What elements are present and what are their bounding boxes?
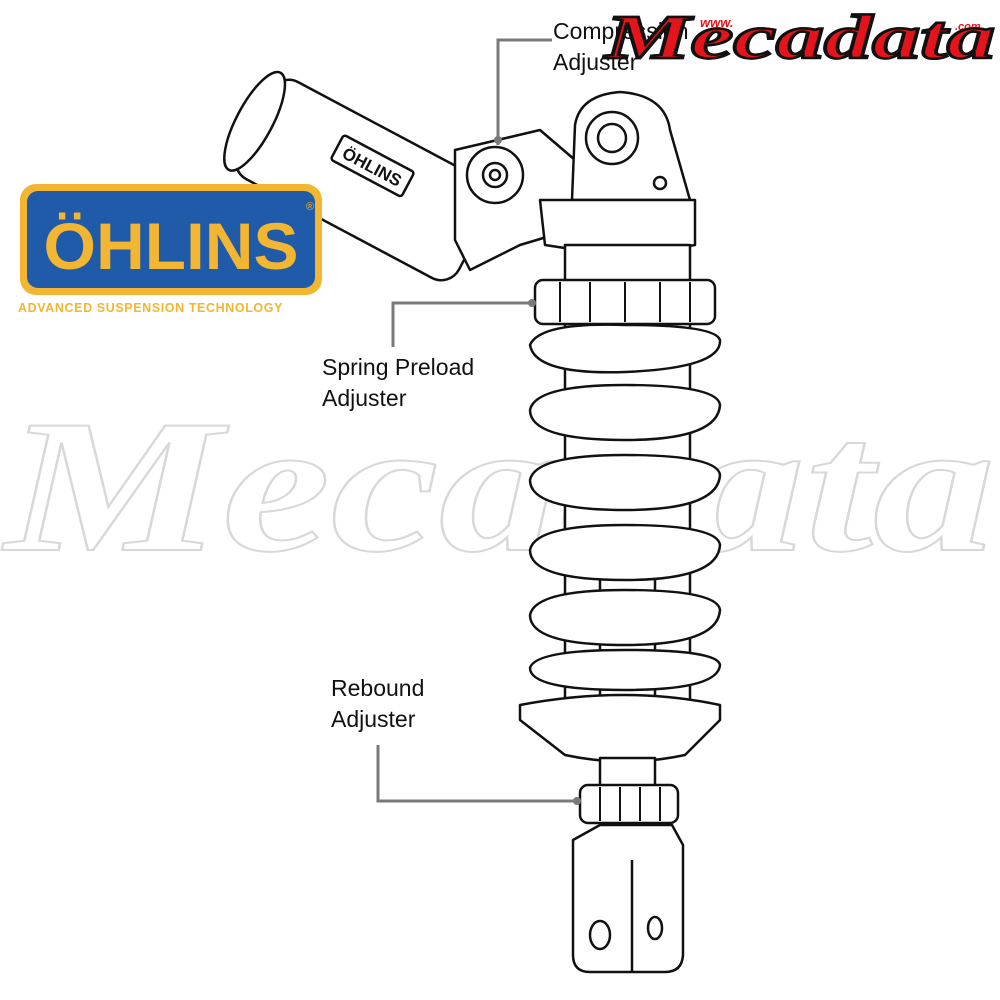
svg-text:www.: www. xyxy=(700,15,733,30)
ohlins-tagline: ADVANCED SUSPENSION TECHNOLOGY xyxy=(18,301,284,315)
spring-preload-adjuster-label: Spring Preload Adjuster xyxy=(322,352,474,414)
label-line: Compression xyxy=(553,18,689,44)
label-line: Adjuster xyxy=(331,706,416,732)
svg-text:Mecadata: Mecadata xyxy=(603,4,995,72)
label-line: Adjuster xyxy=(553,49,638,75)
svg-text:ÖHLINS: ÖHLINS xyxy=(44,209,299,283)
compression-adjuster-label: Compression Adjuster xyxy=(553,16,689,78)
svg-text:.com: .com xyxy=(955,21,981,33)
rebound-leader-line xyxy=(376,745,577,803)
compression-leader-line xyxy=(496,38,552,145)
bottom-clevis xyxy=(571,823,685,974)
mecadata-logo: Mecadata www. .com xyxy=(602,3,996,74)
label-line: Rebound xyxy=(331,675,425,701)
background-watermark: Mecadata xyxy=(1,382,995,592)
rebound-adjuster-ring[interactable] xyxy=(578,783,680,825)
spring-coils xyxy=(528,323,722,692)
label-line: Adjuster xyxy=(322,385,407,411)
rebound-adjuster-label: Rebound Adjuster xyxy=(331,673,424,735)
spring-preload-leader-line xyxy=(391,301,532,347)
leader-lines xyxy=(376,38,577,803)
lower-spring-seat xyxy=(518,693,722,763)
ohlins-logo: ÖHLINS ® xyxy=(20,184,322,295)
reservoir: ÖHLINS xyxy=(223,70,496,282)
label-line: Spring Preload xyxy=(322,354,475,380)
svg-text:®: ® xyxy=(306,201,314,213)
